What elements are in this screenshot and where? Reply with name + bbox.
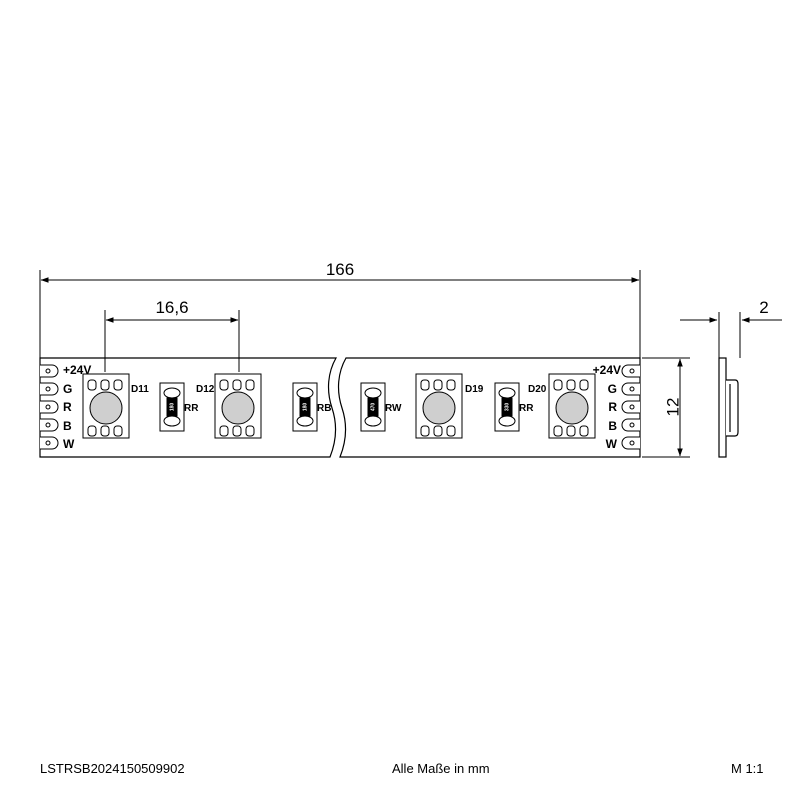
- pad-label-left-r: R: [63, 400, 72, 414]
- pad-label-left-g: G: [63, 382, 72, 396]
- dimension-thickness: [680, 312, 782, 358]
- solder-pads-left: [40, 364, 59, 450]
- resistor-3-code: 470: [370, 403, 376, 412]
- pad-label-right-b: B: [608, 419, 617, 433]
- resistor-3-label: RW: [385, 403, 402, 414]
- pad-label-left-w: W: [63, 437, 75, 451]
- resistor-3: [360, 382, 386, 432]
- led-d19: [415, 373, 463, 439]
- dimension-led-pitch-label: 16,6: [155, 298, 188, 317]
- led-d20: [548, 373, 596, 439]
- dimension-total-length-label: 166: [326, 260, 354, 279]
- dimension-led-pitch: [104, 310, 240, 372]
- strip-side-profile: [718, 357, 739, 458]
- solder-pads-right: [621, 364, 640, 450]
- resistor-4-label: RR: [519, 403, 534, 414]
- dimension-width-label: 12: [663, 398, 682, 417]
- resistor-2-code: 180: [302, 403, 308, 412]
- resistor-2: [292, 382, 318, 432]
- resistor-4: [494, 382, 520, 432]
- led-label-d19: D19: [465, 384, 484, 395]
- led-d11: [82, 373, 130, 439]
- pad-label-right-g: G: [608, 382, 617, 396]
- units-note: Alle Maße in mm: [392, 761, 490, 776]
- resistor-1-code: 180: [169, 403, 175, 412]
- led-label-d11: D11: [131, 384, 149, 395]
- pad-label-left-b: B: [63, 419, 72, 433]
- led-label-d12: D12: [196, 384, 215, 395]
- pad-label-right-r: R: [608, 400, 617, 414]
- strip-outline: [39, 357, 641, 458]
- dimension-thickness-label: 2: [759, 298, 768, 317]
- resistor-2-label: RB: [317, 403, 331, 414]
- dimension-total-length: [39, 270, 641, 358]
- pad-label-right-w: W: [606, 437, 618, 451]
- dimension-width: [642, 357, 690, 458]
- resistor-1-label: RR: [184, 403, 199, 414]
- resistor-4-code: 330: [504, 403, 510, 412]
- led-label-d20: D20: [528, 384, 547, 395]
- pad-label-right-24v: +24V: [593, 363, 621, 377]
- drawing-number: LSTRSB2024150509902: [40, 761, 185, 776]
- resistor-1: [159, 382, 185, 432]
- led-d12: [214, 373, 262, 439]
- scale-label: M 1:1: [731, 761, 764, 776]
